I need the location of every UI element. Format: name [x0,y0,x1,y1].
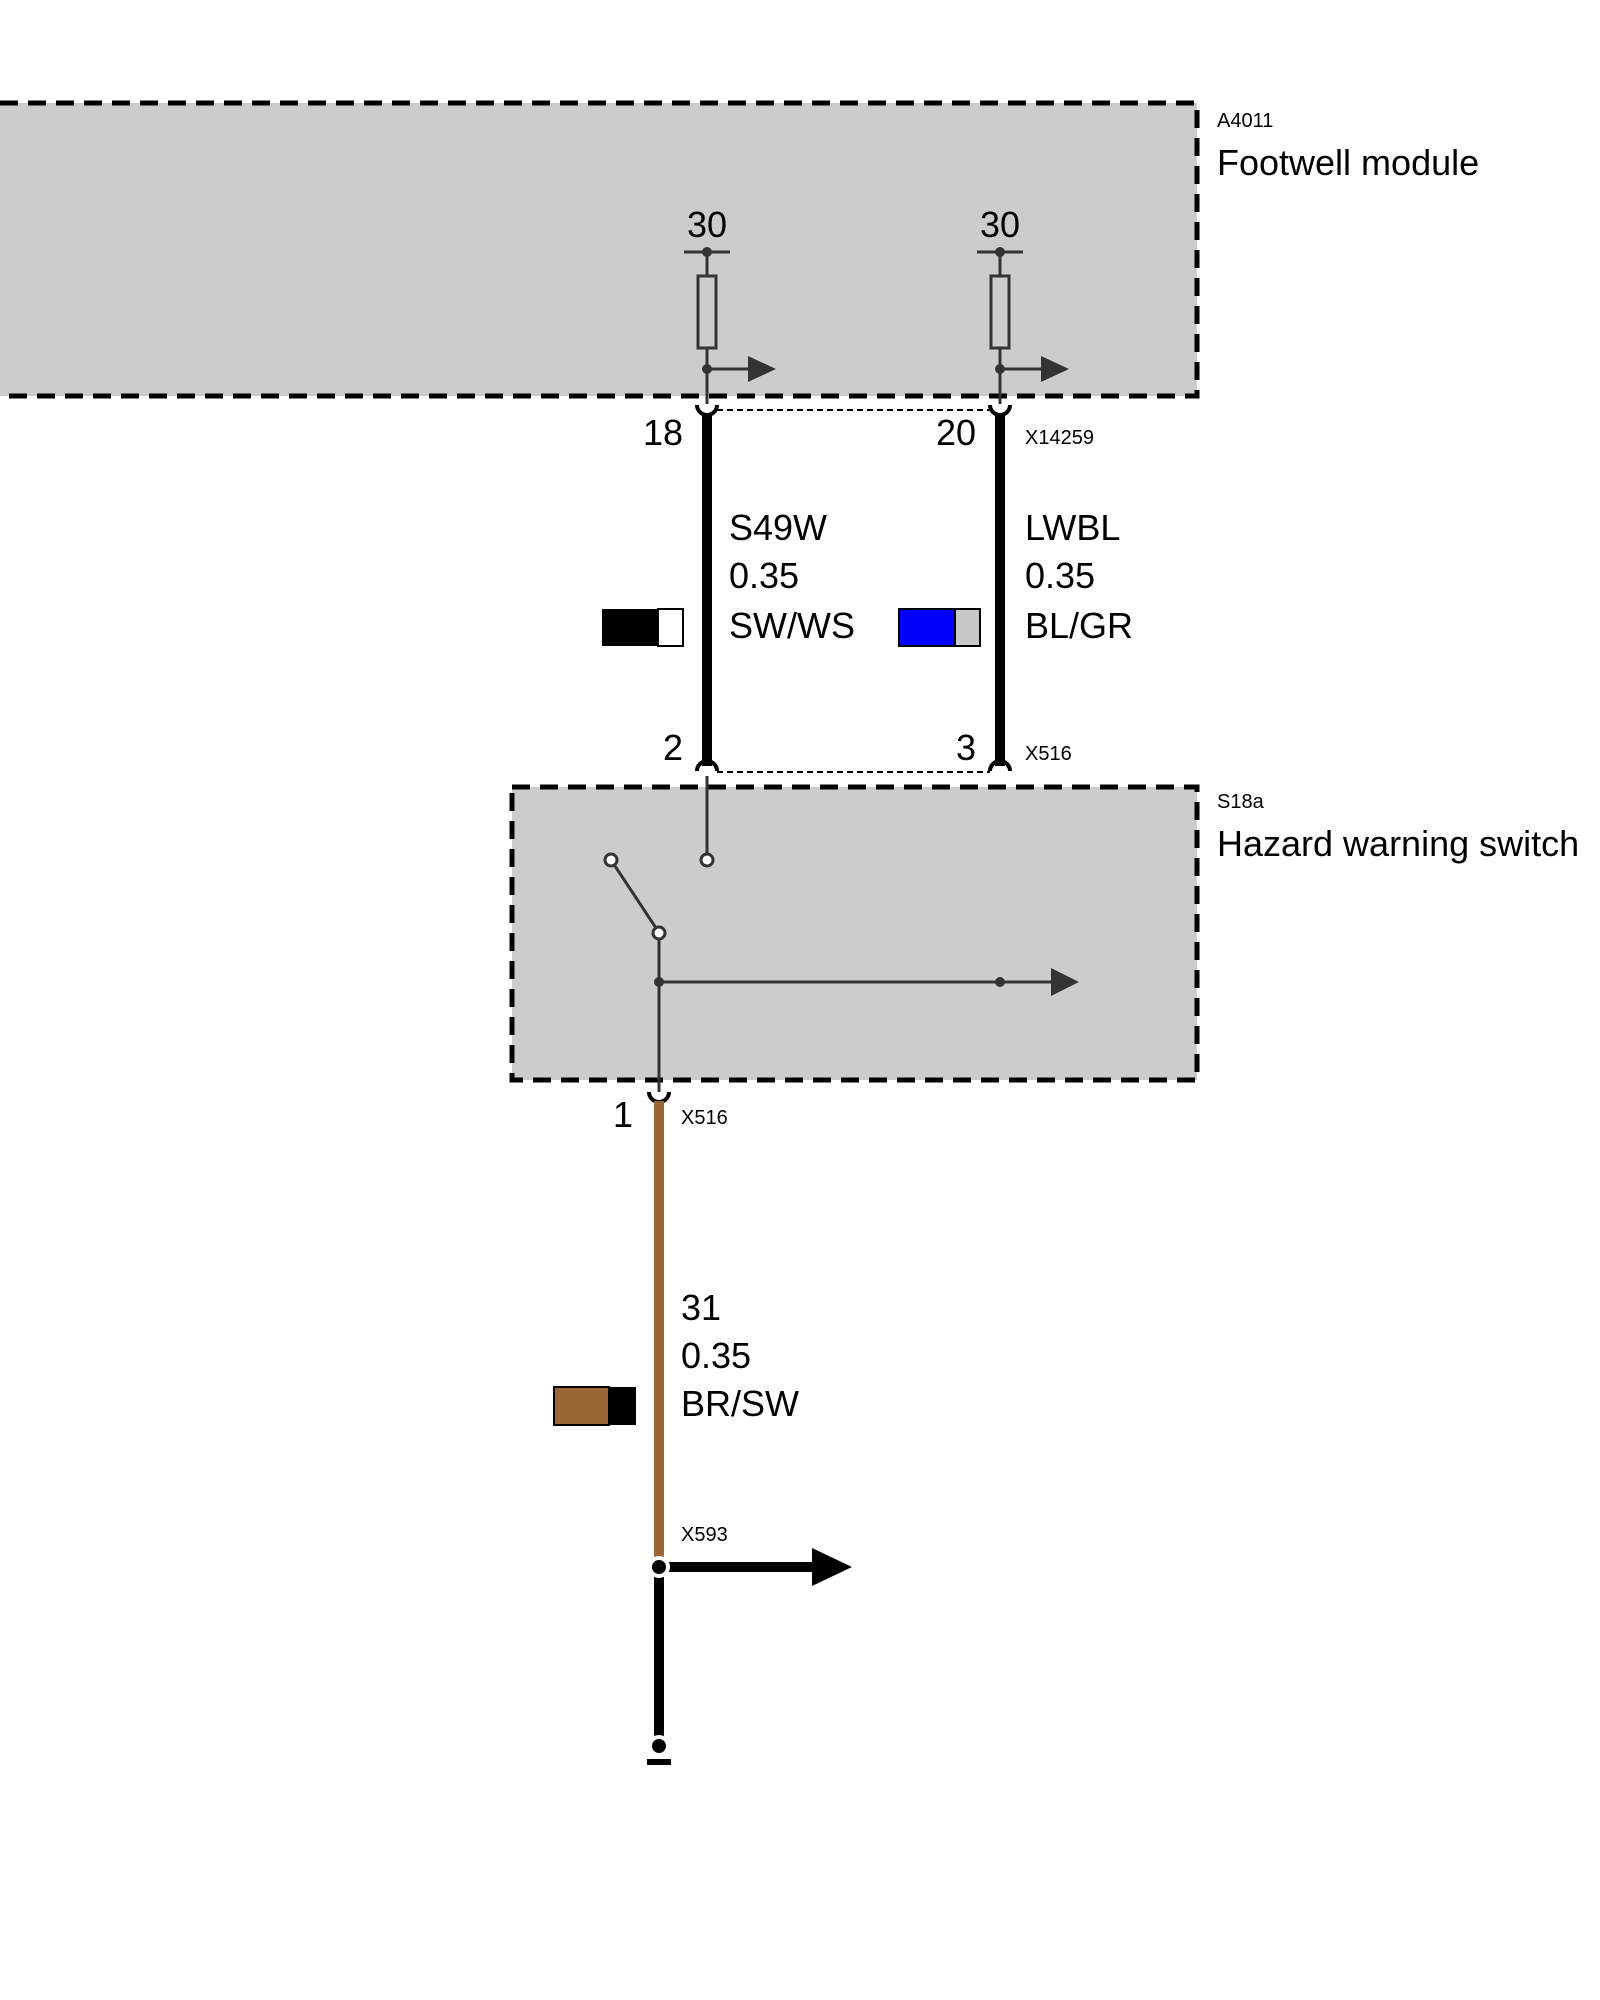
connector-x516-bottom: 1 X516 [613,1091,728,1135]
wire-bottom-swatch-secondary [609,1387,636,1425]
wire-left-circuit: S49W [729,507,827,548]
footwell-module: A4011 Footwell module [0,100,1479,399]
ground-end-node [648,1735,670,1757]
pin-2-socket [695,759,719,772]
wire-left-size: 0.35 [729,555,799,596]
wire-right-circuit: LWBL [1025,507,1120,548]
pin-20-socket [988,404,1012,417]
supply-right: 30 [977,204,1069,404]
switch-contact-open [603,852,619,868]
signal-arrow-switch [1051,968,1079,996]
pin-3-label: 3 [956,727,976,768]
footwell-module-border [0,100,1200,399]
connector-x14259: 18 20 X14259 [643,404,1094,453]
wire-bottom-swatch-primary [553,1386,610,1426]
wire-bottom-circuit: 31 [681,1287,721,1328]
wire-bottom-size: 0.35 [681,1335,751,1376]
wire-bottom-color-code: BR/SW [681,1383,799,1424]
wire-left-color-code: SW/WS [729,605,855,646]
wire-left-swatch-primary [602,609,658,646]
hazard-switch-name: Hazard warning switch [1217,823,1579,864]
pin-20-label: 20 [936,412,976,453]
pin-18-label: 18 [643,412,683,453]
signal-arrow-right [1041,356,1069,382]
hazard-switch-id: S18a [1217,791,1265,813]
ground-connector-label: X593 [681,1524,728,1546]
ground-splice-node [648,1556,670,1578]
connector-x516-top: 2 3 X516 [663,727,1072,773]
signal-arrow-left [748,356,776,382]
wire-right-swatch-secondary [954,608,981,647]
ground-arrow [812,1548,852,1586]
pin-3-socket [988,759,1012,772]
fuse-left [696,274,718,350]
pin-18-socket [695,404,719,417]
connector-mid-label: X516 [1025,743,1072,765]
switch-pivot [651,925,667,941]
hazard-switch: S18a Hazard warning switch [509,776,1579,1092]
wire-right-size: 0.35 [1025,555,1095,596]
wire-bottom-info: 31 0.35 BR/SW [553,1287,799,1426]
footwell-module-body [0,103,1197,396]
fuse-right [989,274,1011,350]
footwell-module-id: A4011 [1217,110,1273,132]
supply-left: 30 [684,204,776,404]
hazard-switch-body [509,784,1200,1083]
switch-lever [613,865,658,929]
wire-right-swatch-primary [898,608,956,647]
wire-right-color-code: BL/GR [1025,605,1133,646]
wire-right-info: LWBL 0.35 BL/GR [898,507,1133,647]
pin-1-label: 1 [613,1094,633,1135]
wire-left-info: S49W 0.35 SW/WS [602,507,855,647]
connector-bottom-label: X516 [681,1107,728,1129]
pin-1-socket [647,1091,671,1104]
connector-top-label: X14259 [1025,427,1094,449]
footwell-module-name: Footwell module [1217,142,1479,183]
ground-x593: X593 [647,1524,852,1765]
pin-2-label: 2 [663,727,683,768]
switch-contact-fixed [699,852,715,868]
wire-left-swatch-secondary [657,608,684,647]
supply-right-label: 30 [980,204,1020,245]
supply-left-label: 30 [687,204,727,245]
